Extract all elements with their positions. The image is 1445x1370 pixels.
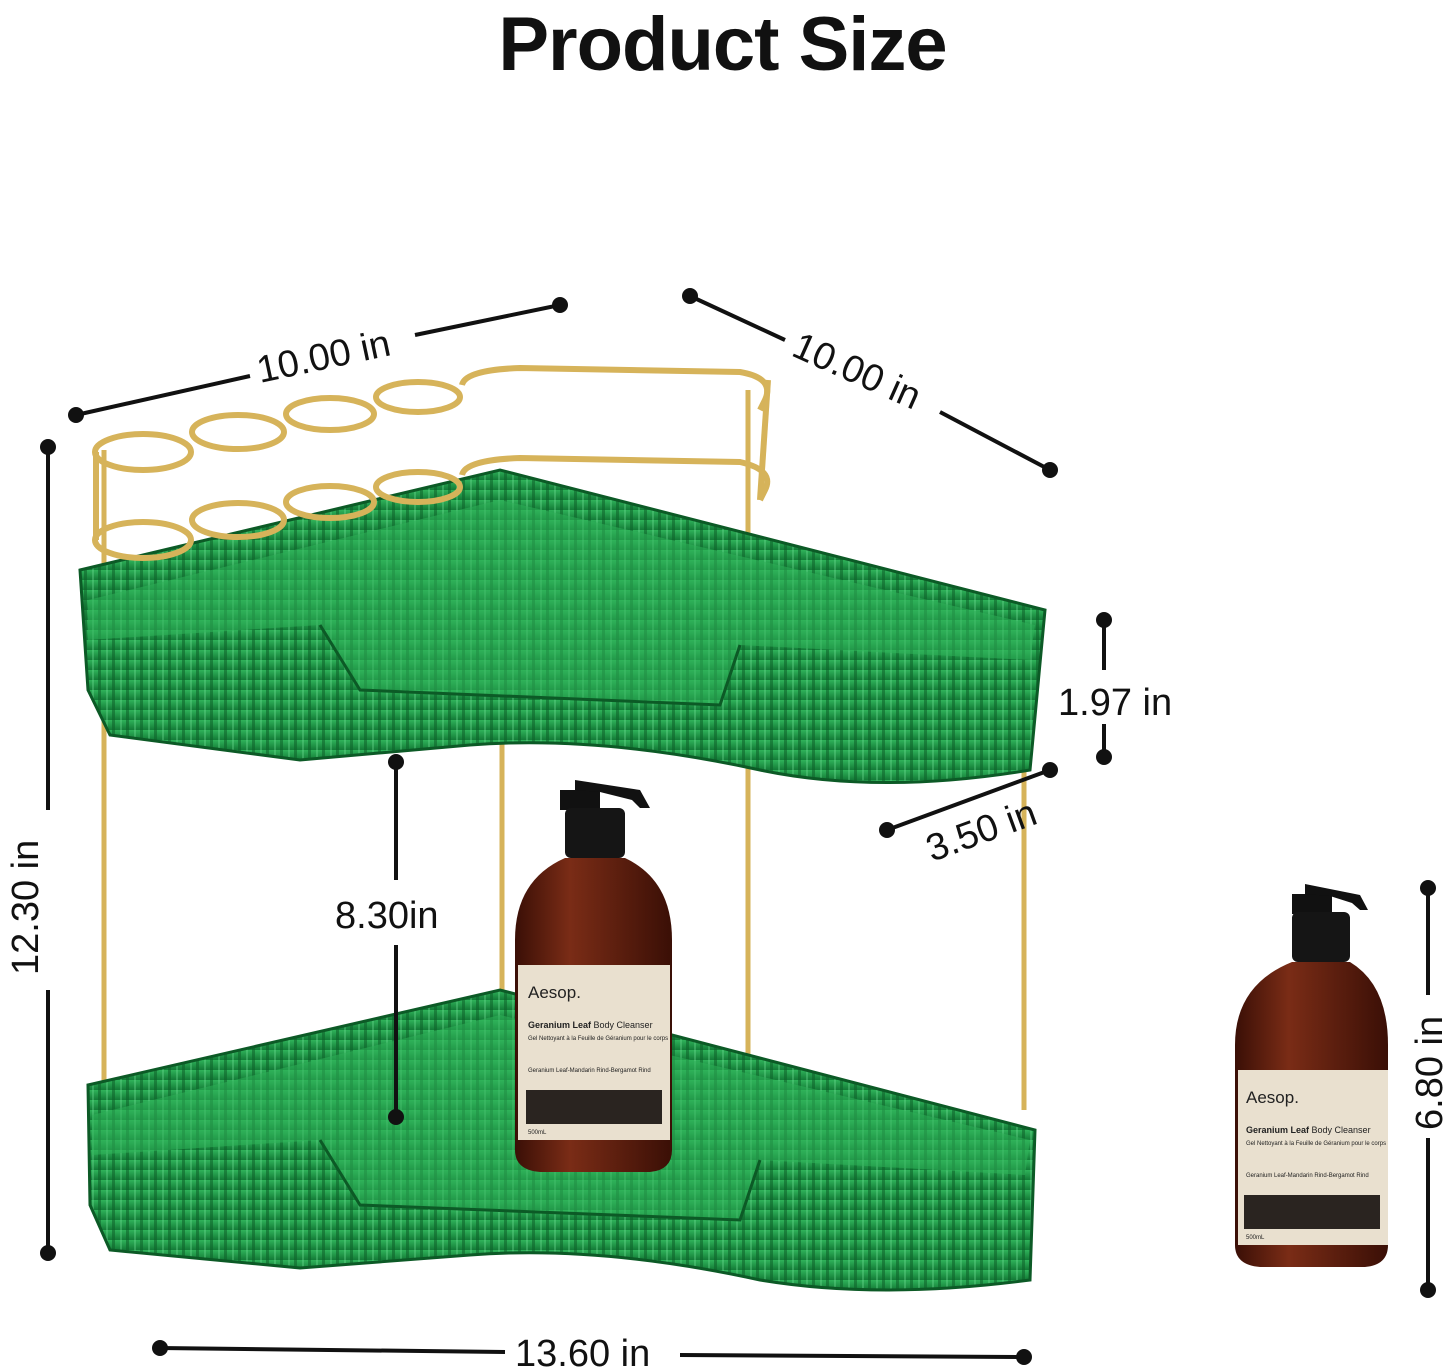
bottle2-ingredients-text: Geranium Leaf-Mandarin Rind-Bergamot Rin… <box>1246 1173 1369 1179</box>
gold-holder-rail <box>92 364 771 561</box>
label-tier-clearance: 8.30in <box>335 895 439 937</box>
dimension-tier-depth <box>1096 612 1112 765</box>
dimension-tier-inner-width <box>879 762 1058 838</box>
bottle-ingredients-text: Geranium Leaf-Mandarin Rind-Bergamot Rin… <box>528 1068 651 1074</box>
label-base-width: 13.60 in <box>515 1333 650 1370</box>
bottle-french-text: Gel Nettoyant à la Feuille de Géranium p… <box>528 1036 668 1042</box>
bottle2-volume-text: 500mL <box>1246 1235 1265 1241</box>
bottle-standalone: Aesop. Geranium Leaf Body Cleanser Gel N… <box>1235 884 1388 1267</box>
label-bottle-height: 6.80 in <box>1409 1016 1445 1130</box>
bottle2-french-text: Gel Nettoyant à la Feuille de Géranium p… <box>1246 1141 1386 1147</box>
label-total-height: 12.30 in <box>5 840 47 975</box>
bottle-product-text: Geranium Leaf Body Cleanser <box>528 1020 653 1030</box>
dimension-total-height <box>40 439 56 1261</box>
label-tier-depth: 1.97 in <box>1058 682 1172 724</box>
bottle2-product-text: Geranium Leaf Body Cleanser <box>1246 1125 1371 1135</box>
page-title: Product Size <box>498 2 947 87</box>
label-top-right-depth: 10.00 in <box>786 325 927 418</box>
dimension-base-width <box>152 1340 1032 1365</box>
dimension-tier-clearance <box>388 754 404 1125</box>
dimension-bottle-height <box>1420 880 1436 1298</box>
bottle2-brand-text: Aesop. <box>1246 1088 1299 1107</box>
dimension-top-left-width <box>68 297 568 423</box>
dimension-top-right-depth <box>682 288 1058 478</box>
bottle-volume-text: 500mL <box>528 1130 547 1136</box>
bottle-on-shelf: Aesop. Geranium Leaf Body Cleanser Gel N… <box>515 780 672 1172</box>
label-top-left-width: 10.00 in <box>253 323 394 392</box>
bottle-brand-text: Aesop. <box>528 983 581 1002</box>
top-shelf <box>78 468 1047 784</box>
